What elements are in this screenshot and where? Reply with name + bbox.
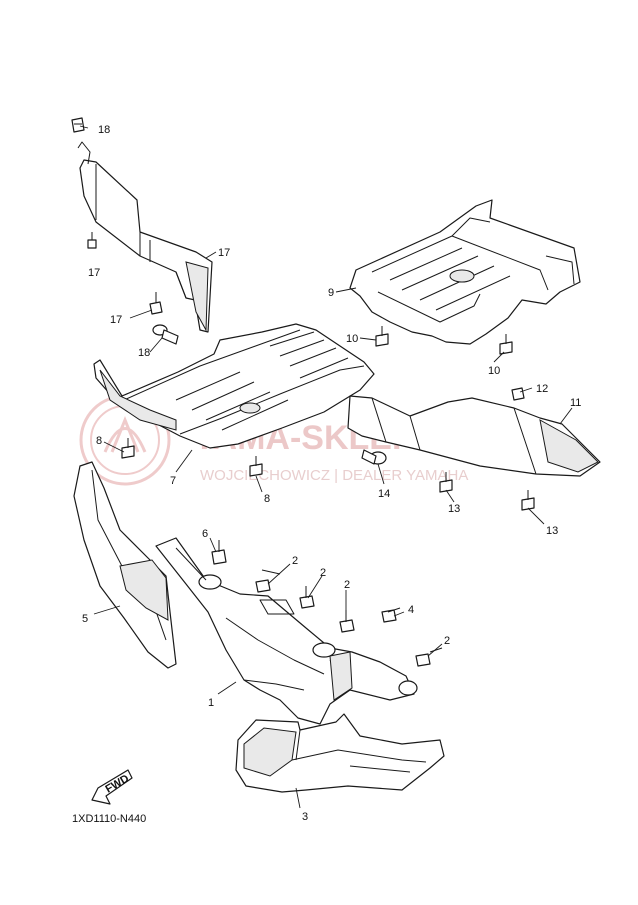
callout-13-a: 13: [448, 503, 460, 515]
callout-17-top: 17: [88, 267, 100, 279]
callout-8-a: 8: [96, 435, 102, 447]
part-17-bolt-b: [149, 292, 163, 315]
part-16-clip: [71, 117, 85, 133]
part-10-bolt-a: [375, 326, 389, 347]
part-2-bolt-b: [299, 586, 315, 609]
callout-1: 1: [208, 697, 214, 709]
callout-2-a: 2: [292, 555, 298, 567]
callout-17-bottom: 17: [110, 314, 122, 326]
callout-4: 4: [408, 604, 414, 616]
part-15-side-guard: [77, 141, 213, 333]
part-9-rear-skid-plate: [349, 199, 581, 345]
part-12-clip: [511, 387, 525, 401]
part-7-center-skid-plate: [93, 323, 375, 449]
part-4-bolt: [381, 607, 401, 623]
callout-11: 11: [570, 397, 581, 409]
callout-16: 18: [98, 124, 110, 136]
part-10-bolt-b: [499, 334, 513, 355]
part-1-front-bracket: [155, 537, 418, 725]
callout-9: 9: [328, 287, 334, 299]
callout-2-d: 2: [444, 635, 450, 647]
part-17-bolt-a: [87, 232, 97, 249]
leader-lines: [79, 125, 573, 809]
callout-6: 6: [202, 528, 208, 540]
diagram-code: 1XD1110-N440: [72, 813, 146, 825]
part-3-front-skid-plate: [235, 713, 445, 793]
part-5-front-guard: [73, 461, 177, 669]
callouts: 18 17 17 17 18 9 10 10 12 11 8 7 8 14 13…: [82, 124, 581, 823]
callout-10-b: 10: [488, 365, 500, 377]
part-2-bolt-d: [415, 647, 443, 667]
part-8-bolt-a: [121, 438, 135, 459]
callout-3: 3: [302, 811, 308, 823]
part-11-side-guard: [347, 395, 601, 477]
callout-15: 17: [218, 247, 230, 259]
fwd-label: FWD: [103, 773, 131, 796]
part-2-bolt-a: [255, 569, 281, 593]
callout-14: 14: [378, 488, 390, 500]
callout-13-b: 13: [546, 525, 558, 537]
part-8-bolt-b: [249, 456, 263, 477]
callout-12: 12: [536, 383, 548, 395]
callout-8-b: 8: [264, 493, 270, 505]
part-13-bolt-b: [521, 490, 535, 511]
part-13-bolt-a: [439, 472, 453, 493]
callout-10-a: 10: [346, 333, 358, 345]
part-18-grommet: [152, 324, 179, 345]
part-14-grommet: [361, 449, 387, 465]
callout-7: 7: [170, 475, 176, 487]
callout-5: 5: [82, 613, 88, 625]
fwd-arrow-icon: FWD: [91, 769, 133, 805]
callout-2-c: 2: [344, 579, 350, 591]
callout-2-b: 2: [320, 567, 326, 579]
part-2-bolt-c: [339, 610, 355, 633]
part-6-bolt: [211, 540, 227, 565]
callout-18: 18: [138, 347, 150, 359]
watermark-sub-text: WOJCIECHOWICZ | DEALER YAMAHA: [200, 467, 468, 484]
